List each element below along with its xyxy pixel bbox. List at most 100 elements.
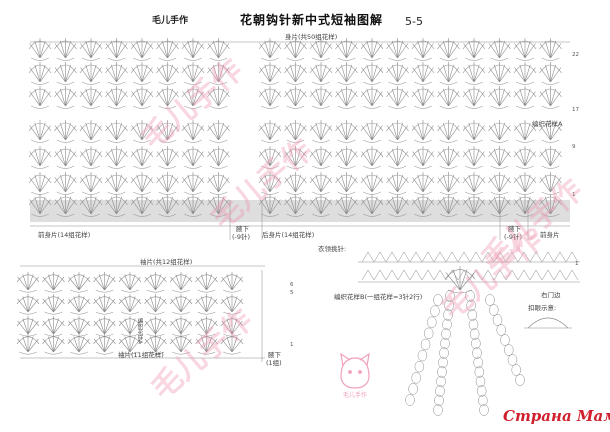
fan-stitches — [488, 172, 511, 193]
crochet-fan-motif — [335, 86, 358, 109]
crochet-fan-motif — [93, 334, 116, 355]
crochet-fan-motif — [130, 86, 154, 109]
crochet-fan-motif — [335, 62, 358, 85]
fan-base — [465, 81, 483, 85]
fan-base — [337, 165, 356, 169]
crochet-fan-motif — [181, 38, 205, 61]
fan-stitches — [195, 294, 218, 313]
fan-base — [56, 57, 75, 61]
fan-edge — [169, 274, 193, 283]
crochet-fan-motif — [28, 38, 52, 61]
fan-edge — [309, 88, 333, 98]
fan-base — [363, 165, 381, 169]
collar-loop — [504, 344, 514, 356]
crochet-fan-motif — [386, 38, 409, 61]
collar-stitch — [565, 269, 579, 281]
fan-stitches — [259, 146, 281, 167]
collar-stitch — [553, 269, 567, 281]
fan-base — [70, 351, 88, 355]
fan-base — [158, 139, 177, 143]
fan-base — [56, 165, 75, 169]
fan-base — [286, 165, 305, 169]
fan-stitches — [412, 194, 434, 215]
crochet-fan-motif — [79, 120, 103, 143]
collar-loop — [469, 328, 480, 340]
crochet-fan-motif — [156, 38, 179, 61]
fan-edge — [360, 40, 384, 50]
fan-edge — [462, 122, 486, 132]
fan-base — [312, 57, 330, 61]
fan-edge — [144, 336, 167, 345]
fan-edge — [488, 174, 511, 184]
fan-edge — [130, 40, 154, 50]
crochet-fan-motif — [437, 120, 460, 143]
fan-stitches — [284, 38, 307, 59]
fan-edge — [67, 296, 91, 305]
fan-base — [388, 213, 407, 217]
crochet-fan-motif — [411, 194, 435, 217]
fan-base — [516, 139, 534, 143]
fan-stitches — [335, 62, 358, 83]
fan-edge — [42, 318, 65, 327]
fan-stitches — [412, 86, 434, 107]
fan-edge — [169, 318, 193, 327]
fan-edge — [195, 296, 218, 305]
fan-base — [95, 311, 114, 315]
fan-edge — [130, 88, 154, 98]
fan-edge — [118, 296, 142, 305]
fan-base — [490, 57, 509, 61]
collar-loop — [442, 318, 452, 331]
button-loop-arc — [527, 317, 569, 329]
fan-stitches — [259, 62, 281, 83]
crochet-fan-motif — [488, 172, 511, 195]
fan-stitches — [131, 120, 153, 141]
fan-base — [414, 139, 432, 143]
crochet-fan-motif — [488, 62, 511, 85]
collar-stitch — [421, 251, 435, 263]
fan-edge — [258, 196, 282, 206]
fan-edge — [309, 64, 333, 74]
row-number: 1 — [575, 261, 579, 267]
fan-base — [388, 57, 407, 61]
fan-edge — [207, 40, 230, 50]
fan-stitches — [259, 120, 281, 141]
crochet-fan-motif — [16, 294, 40, 315]
fan-edge — [513, 174, 537, 184]
fan-base — [363, 105, 381, 109]
fan-edge — [360, 64, 384, 74]
fan-stitches — [80, 194, 102, 215]
fan-stitches — [437, 38, 460, 59]
crochet-fan-motif — [284, 146, 307, 169]
fan-base — [209, 165, 228, 169]
fan-edge — [386, 64, 409, 74]
fan-stitches — [105, 194, 128, 215]
crochet-fan-motif — [488, 120, 511, 143]
collar-stitch — [469, 251, 483, 263]
fan-edge — [118, 336, 142, 345]
fan-stitches — [144, 294, 167, 313]
crochet-fan-motif — [437, 146, 460, 169]
collar-loop — [438, 356, 448, 369]
fan-stitches — [29, 62, 51, 83]
crochet-fan-motif — [144, 272, 167, 293]
fan-stitches — [80, 38, 102, 59]
fan-base — [197, 289, 216, 293]
crochet-fan-motif — [360, 172, 384, 195]
fan-edge — [54, 174, 77, 184]
fan-edge — [411, 196, 435, 206]
fan-edge — [67, 274, 91, 283]
fan-edge — [360, 122, 384, 132]
fan-edge — [169, 336, 193, 345]
fan-edge — [79, 64, 103, 74]
crochet-fan-motif — [335, 38, 358, 61]
crochet-fan-motif — [54, 62, 77, 85]
fan-stitches — [259, 172, 281, 193]
fan-base — [465, 57, 483, 61]
underarm-label-left: 腋下 — [236, 225, 249, 233]
crochet-fan-motif — [42, 294, 65, 315]
fan-stitches — [207, 62, 230, 83]
fan-stitches — [105, 172, 128, 193]
fan-edge — [513, 64, 537, 74]
crochet-fan-motif — [462, 146, 486, 169]
